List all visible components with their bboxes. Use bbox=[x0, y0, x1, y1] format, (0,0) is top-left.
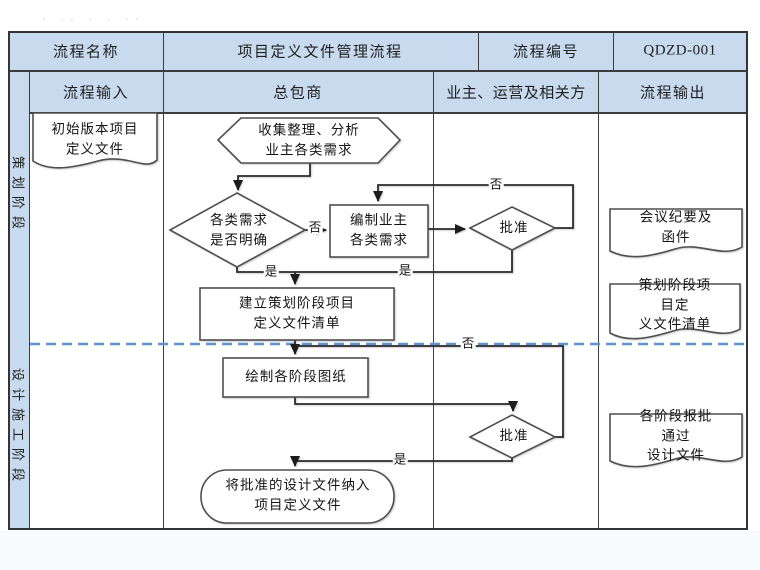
yes-label-approve1: 是 bbox=[397, 263, 413, 278]
yes-label-approve2: 是 bbox=[392, 452, 408, 467]
process-title: 项目定义文件管理流程 bbox=[237, 44, 403, 61]
col-header-contractor: 总包商 bbox=[273, 85, 323, 102]
cell-col-output bbox=[598, 71, 748, 113]
input-doc-label: 初始版本项目 定义文件 bbox=[51, 121, 139, 156]
output-minutes-label: 会议纪要及函件 bbox=[639, 209, 713, 244]
no-label-approve2: 否 bbox=[460, 336, 476, 351]
output-design-document bbox=[609, 413, 743, 468]
connector-collect-to-decision bbox=[233, 163, 311, 191]
approve1-label: 批准 bbox=[499, 220, 529, 236]
col-header-input: 流程输入 bbox=[62, 85, 130, 102]
cell-col-owner bbox=[433, 71, 599, 113]
process-name-label: 流程名称 bbox=[52, 44, 120, 61]
collect-hexagon-shape bbox=[216, 117, 402, 164]
connector-draw-to-approve2 bbox=[294, 397, 518, 412]
clear-decision-label: 各类需求 是否明确 bbox=[210, 212, 268, 247]
cell-process-name-label bbox=[8, 31, 164, 71]
connector-approve2-no-loop bbox=[296, 345, 564, 438]
output-minutes-document bbox=[609, 208, 743, 258]
incorporate-terminator bbox=[200, 469, 395, 524]
cell-col-contractor bbox=[163, 71, 434, 113]
no-label-approve1: 否 bbox=[488, 177, 504, 192]
draw-label: 绘制各阶段图纸 bbox=[245, 369, 347, 385]
phase2-label: 设计施工阶段 bbox=[10, 367, 26, 489]
compile-label: 编制业主 各类需求 bbox=[350, 212, 408, 247]
output-design-label: 各阶段报批通过 设计文件 bbox=[639, 408, 713, 463]
col-header-owner: 业主、运营及相关方 bbox=[446, 85, 586, 102]
page-bottom-tint bbox=[0, 531, 760, 570]
process-no-value: QDZD-001 bbox=[643, 42, 717, 59]
yes-label-decision: 是 bbox=[263, 264, 279, 279]
input-document-shape bbox=[32, 112, 158, 169]
output-list-document bbox=[609, 283, 741, 340]
connector-approve1-no-loop bbox=[373, 184, 574, 229]
phase1-label: 策划阶段 bbox=[10, 155, 26, 237]
collect-label: 收集整理、分析 业主各类需求 bbox=[258, 122, 360, 157]
approve2-diamond bbox=[468, 414, 557, 459]
connector-approve1-yes bbox=[295, 250, 513, 273]
compile-box bbox=[329, 204, 429, 258]
establish-list-label: 建立策划阶段项目 定义文件清单 bbox=[239, 295, 355, 330]
approve2-label: 批准 bbox=[499, 428, 529, 444]
approve1-diamond bbox=[468, 206, 557, 251]
clear-decision-diamond bbox=[168, 192, 307, 268]
cell-process-no-value bbox=[613, 31, 748, 71]
output-list-label: 策划阶段项目定 义文件清单 bbox=[638, 277, 712, 332]
establish-list-box bbox=[199, 287, 395, 341]
incorporate-label: 将批准的设计文件纳入 项目定义文件 bbox=[225, 477, 371, 512]
process-no-label: 流程编号 bbox=[512, 44, 580, 61]
draw-box bbox=[222, 357, 369, 398]
col-header-output: 流程输出 bbox=[639, 85, 707, 102]
no-label-decision: 否 bbox=[307, 220, 323, 235]
watermark-dots: · ·· · · ·· bbox=[42, 14, 145, 26]
